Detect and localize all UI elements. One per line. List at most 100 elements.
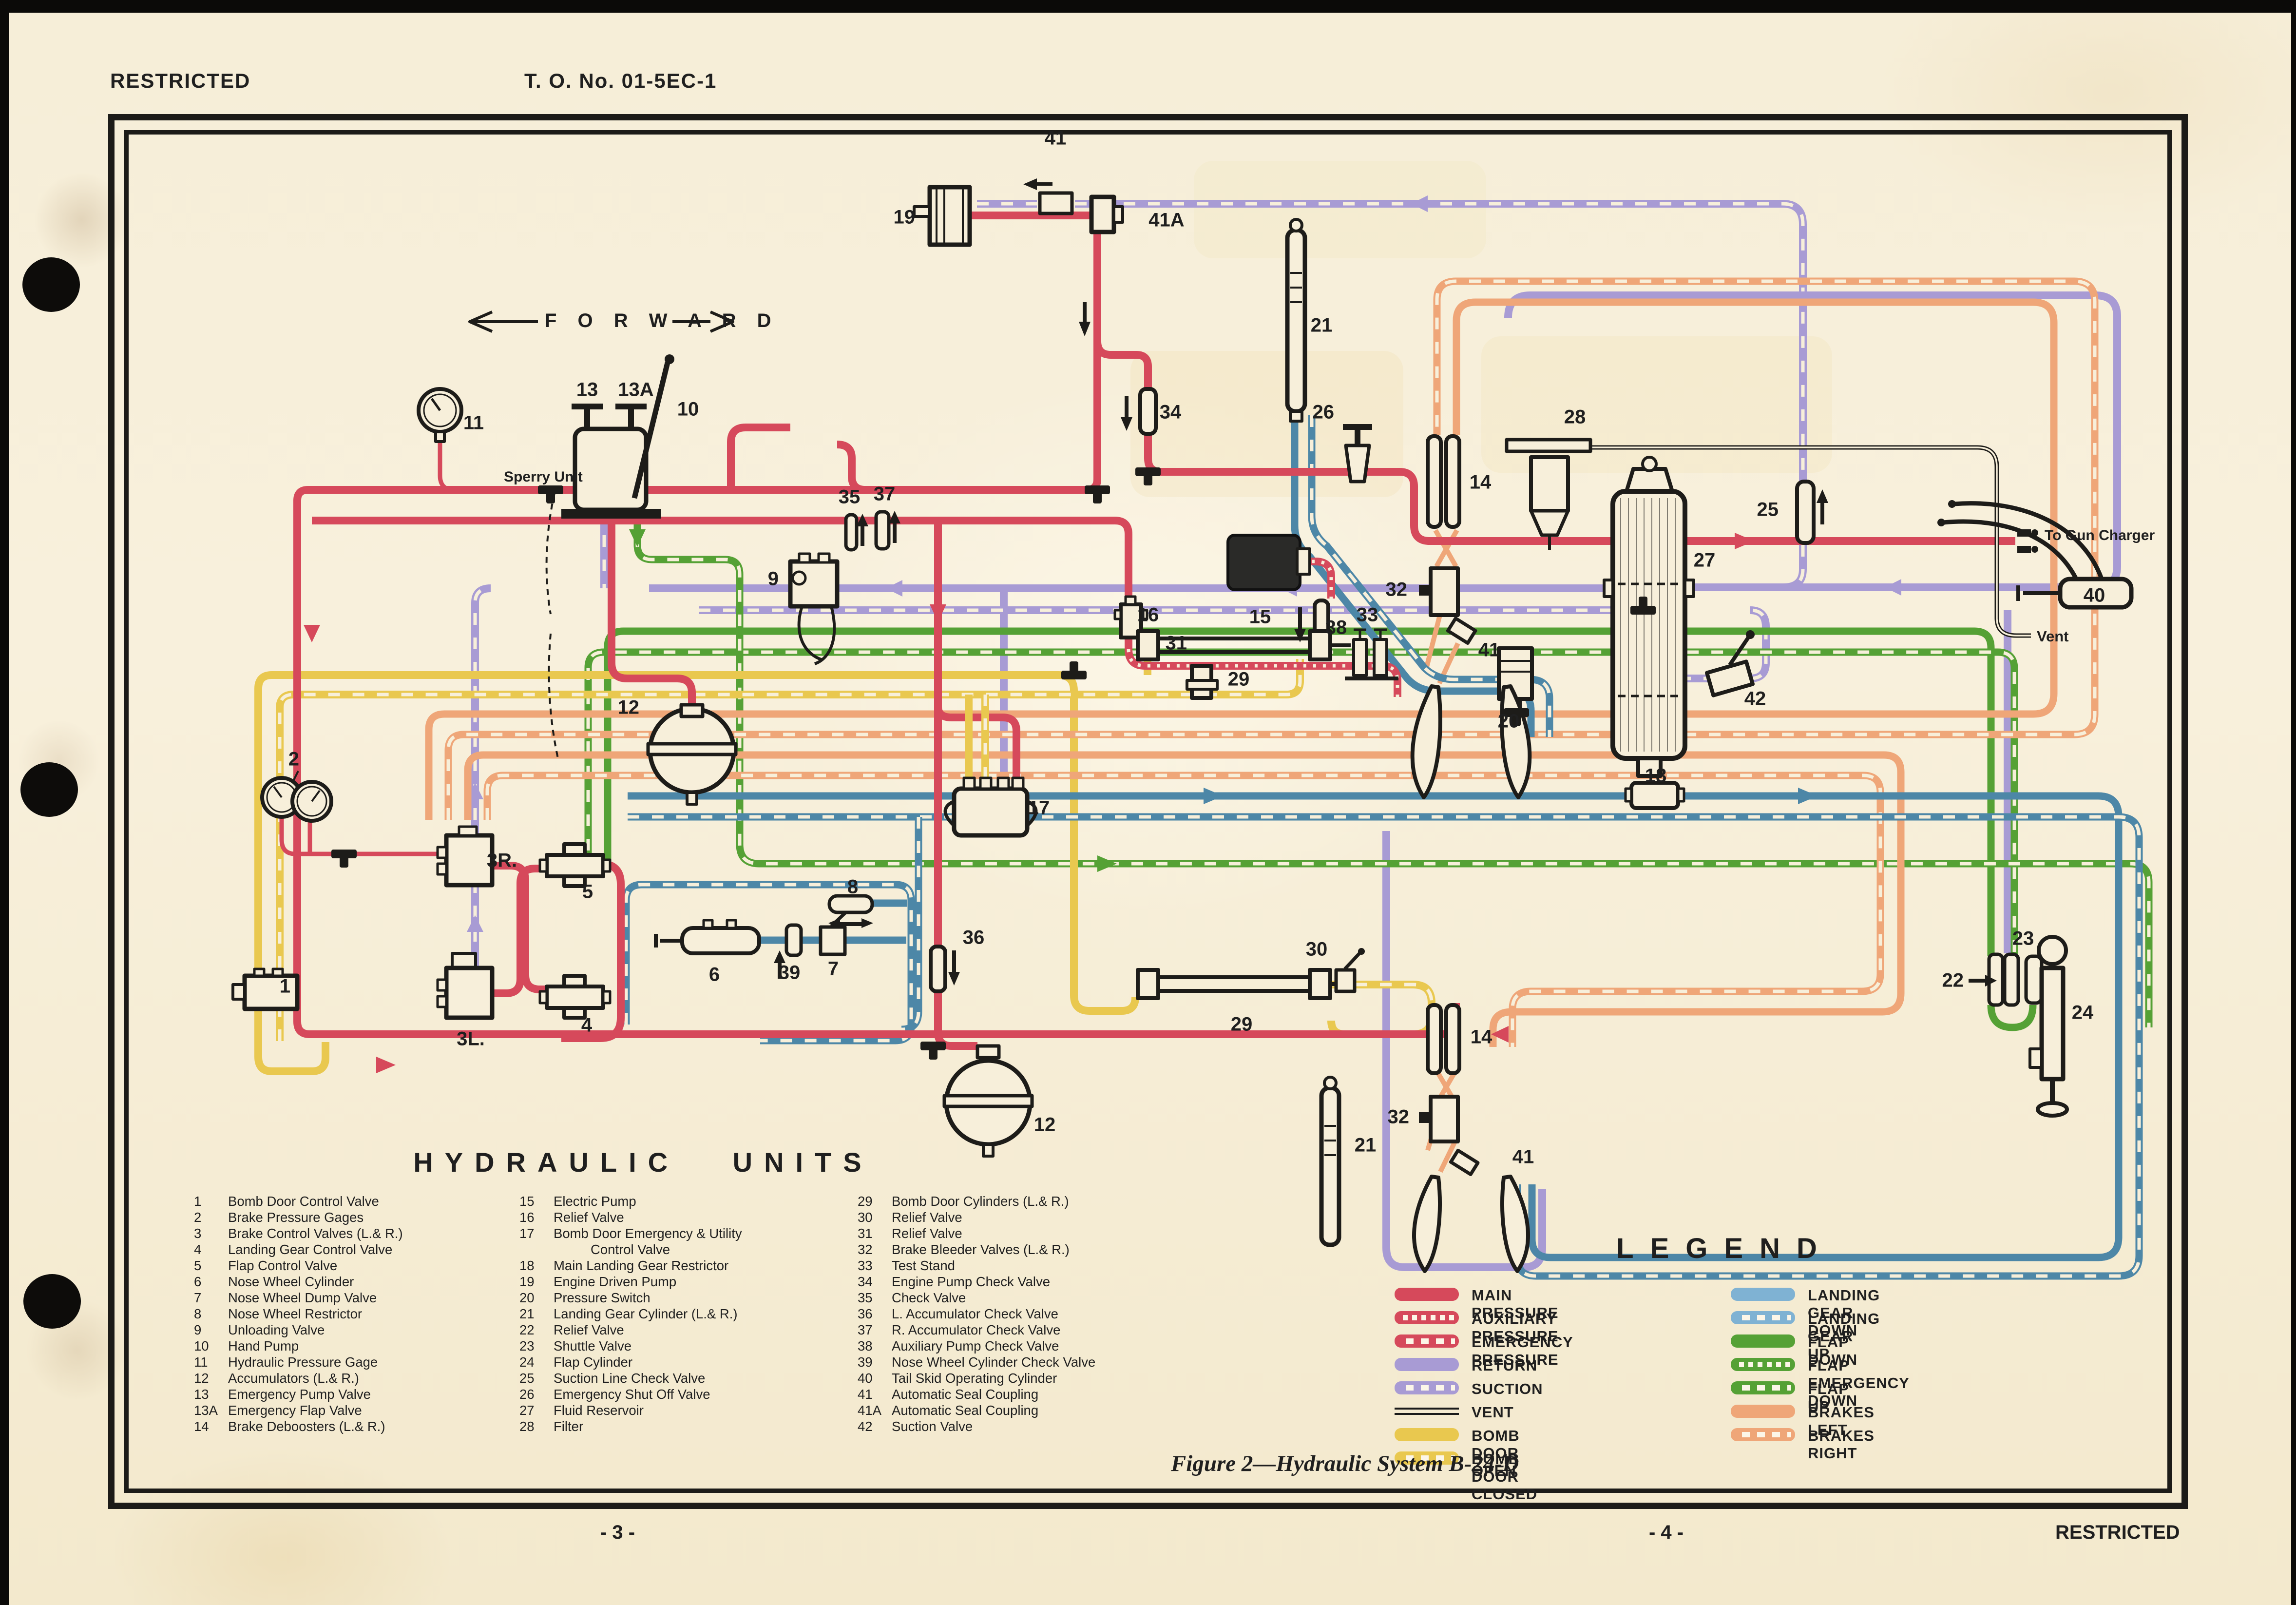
component-symbols — [231, 178, 2134, 1273]
hole-punch — [20, 762, 78, 817]
component-callout-12: 12 — [1033, 1114, 1056, 1136]
pressure-lines — [279, 212, 2015, 1073]
figure-frame — [108, 114, 2188, 1509]
component-callout-19: 19 — [893, 206, 916, 228]
legend-swatch — [1731, 1428, 1795, 1441]
legend-label: LANDING GEAR DOWN — [1808, 1287, 1880, 1339]
legend-swatch — [1395, 1428, 1459, 1441]
hole-punch — [23, 1274, 81, 1329]
component-callout-14: 14 — [1470, 1026, 1492, 1048]
legend-swatch — [1731, 1311, 1795, 1324]
component-callout-5: 5 — [582, 881, 593, 903]
legend-label: BRAKES LEFT — [1808, 1404, 1875, 1438]
component-callout-11: 11 — [463, 412, 484, 434]
legend-swatch — [1395, 1311, 1459, 1324]
component-callout-37: 37 — [873, 483, 896, 505]
legend-swatch — [1731, 1358, 1795, 1371]
component-callout-41: 41 — [1044, 127, 1067, 149]
component-callout-23: 23 — [2012, 928, 2034, 949]
component-callout-14: 14 — [1469, 471, 1492, 493]
forward-label: F O R W A R D — [545, 310, 779, 331]
component-callout-33: 33 — [1356, 604, 1378, 626]
vent-line — [1591, 445, 2031, 638]
component-callout-18: 18 — [1645, 765, 1667, 787]
figure-caption: Figure 2—Hydraulic System B-24-D — [1170, 1451, 1519, 1476]
component-callout-22: 22 — [1942, 969, 1964, 991]
legend-swatch — [1731, 1381, 1795, 1394]
component-callout-20: 20 — [1497, 710, 1520, 732]
component-callout-12: 12 — [617, 696, 640, 718]
component-callout-10: 10 — [677, 398, 699, 420]
page-number-right: - 4 - — [1649, 1522, 1684, 1543]
component-callout-32: 32 — [1385, 579, 1408, 600]
component-callout-41: 41 — [1478, 639, 1500, 661]
component-callout-34: 34 — [1159, 401, 1182, 423]
component-callout-28: 28 — [1564, 406, 1586, 428]
component-callout-25: 25 — [1757, 499, 1779, 521]
legend-label: BOMB DOOR OPEN — [1472, 1427, 1520, 1479]
component-callout-29: 29 — [1230, 1013, 1253, 1035]
legend-label: BOMB DOOR CLOSED — [1472, 1450, 1538, 1503]
component-callout-30: 30 — [1305, 938, 1328, 960]
page-number-left: - 3 - — [600, 1522, 635, 1543]
legend-title: LEGEND — [1616, 1233, 1834, 1264]
component-callout-32: 32 — [1387, 1106, 1410, 1128]
units-list-item: Control Valve — [591, 1242, 670, 1257]
component-callout-36: 36 — [962, 927, 985, 948]
legend-label: AUXILIARY PRESSURE — [1472, 1310, 1559, 1345]
legend-swatch — [1395, 1405, 1459, 1418]
component-callout-35: 35 — [838, 486, 861, 508]
header-classification: RESTRICTED — [110, 69, 251, 92]
legend-label: FLAP UP — [1808, 1380, 1849, 1415]
component-callout-39: 39 — [778, 962, 801, 984]
component-callout-24: 24 — [2071, 1002, 2094, 1024]
component-callout-26: 26 — [1312, 401, 1335, 423]
vent-label: Vent — [2037, 628, 2069, 645]
legend-label: VENT — [1472, 1404, 1514, 1421]
legend-swatch — [1395, 1451, 1459, 1465]
component-callout-38: 38 — [1325, 617, 1347, 638]
component-callout-21: 21 — [1310, 314, 1333, 336]
component-callout-17: 17 — [1028, 797, 1050, 819]
component-callout-27: 27 — [1693, 549, 1716, 571]
legend-swatch — [1395, 1358, 1459, 1371]
sperry-unit-label: Sperry Unit — [504, 469, 583, 485]
brake-lines — [425, 277, 2099, 1173]
component-callout-15: 15 — [1249, 606, 1271, 628]
component-callout-8: 8 — [847, 876, 859, 898]
legend-label: LANDING GEAR UP — [1808, 1310, 1880, 1362]
